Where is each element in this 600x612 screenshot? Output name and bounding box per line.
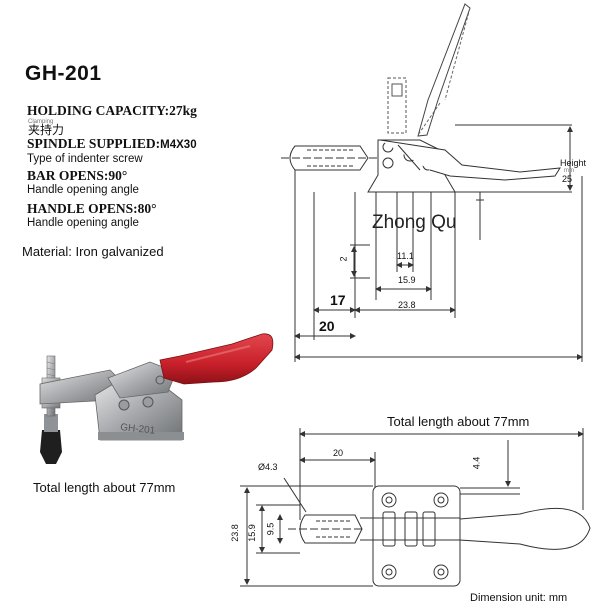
dim-phi-4-3: Ø4.3 [258, 462, 278, 472]
height-value: 25 [562, 174, 573, 184]
svg-text:GH-201: GH-201 [120, 422, 156, 437]
model-title: GH-201 [25, 62, 102, 85]
dim-11-1: 11.1 [397, 251, 414, 261]
watermark-text: Zhong Qu [372, 212, 457, 233]
spindle-label: SPINDLE SUPPLIED:M4X30 [27, 136, 197, 152]
spindle-value: M4X30 [160, 139, 197, 151]
holding-capacity-cn: 夹持力 [28, 123, 65, 137]
bar-opens-sub: Handle opening angle [27, 184, 139, 196]
clamp-photo: GH-201 [39, 333, 274, 464]
bar-opens-label: BAR OPENS:90° [27, 168, 128, 183]
unit-note: Dimension unit: mm [470, 592, 568, 604]
total-length-top: Total length about 77mm [387, 414, 530, 429]
total-length-left: Total length about 77mm [33, 480, 176, 495]
dim-17: 17 [330, 292, 346, 308]
spindle-label-text: SPINDLE SUPPLIED: [27, 136, 161, 151]
dim-15-9-top: 15.9 [246, 524, 257, 542]
handle-opens-sub: Handle opening angle [27, 217, 139, 229]
dim-2: 2 [338, 256, 349, 262]
dim-20-side: 20 [319, 318, 335, 334]
side-view-drawing [281, 3, 583, 362]
spindle-sub: Type of indenter screw [27, 153, 143, 165]
holding-capacity-note: Clamping [28, 119, 54, 125]
dim-23-8: 23.8 [398, 300, 416, 310]
dim-20-top: 20 [333, 448, 344, 458]
height-label: Height [560, 158, 587, 168]
dim-4-4: 4.4 [471, 456, 482, 470]
holding-capacity-label: HOLDING CAPACITY:27kg [27, 103, 197, 118]
dim-15-9: 15.9 [398, 275, 416, 285]
top-view-drawing [240, 428, 591, 587]
dim-23-8-top: 23.8 [229, 524, 240, 542]
material-label: Material: Iron galvanized [22, 244, 164, 259]
dim-9-5: 9.5 [265, 522, 276, 536]
height-unit: mm [564, 168, 574, 174]
handle-opens-label: HANDLE OPENS:80° [27, 201, 157, 216]
